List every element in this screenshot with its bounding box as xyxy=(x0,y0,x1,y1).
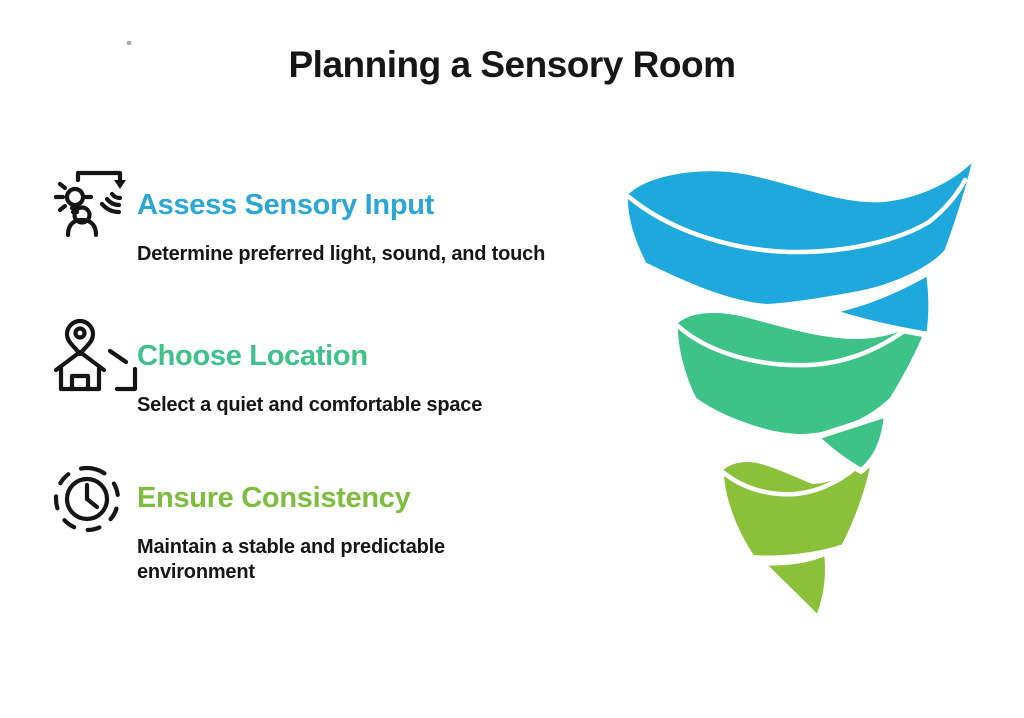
funnel-segment-top-wrap xyxy=(826,269,935,338)
step-description: Maintain a stable and predictable enviro… xyxy=(137,536,445,583)
clock-consistency-icon xyxy=(48,460,126,543)
step-title: Choose Location xyxy=(137,340,368,372)
speck xyxy=(127,41,131,45)
step-title: Ensure Consistency xyxy=(137,482,411,514)
funnel-segment-bottom-tail xyxy=(758,549,831,622)
step-text: Choose Location Select a quiet and comfo… xyxy=(137,318,608,418)
funnel-segment-middle-wrap xyxy=(813,411,890,474)
step-ensure-consistency: Ensure Consistency Maintain a stable and… xyxy=(48,460,608,585)
funnel-graphic xyxy=(621,150,980,622)
funnel-segment-top-band xyxy=(621,150,980,310)
step-title: Assess Sensory Input xyxy=(137,189,434,221)
funnel-bottom-lip-line xyxy=(721,457,867,497)
funnel-middle-lip-line xyxy=(675,317,922,368)
funnel-top-lip-line xyxy=(626,177,968,255)
sensory-input-icon xyxy=(48,167,128,242)
step-text: Ensure Consistency Maintain a stable and… xyxy=(137,460,608,585)
page-title: Planning a Sensory Room xyxy=(288,44,736,85)
step-text: Assess Sensory Input Determine preferred… xyxy=(137,167,608,267)
step-description: Determine preferred light, sound, and to… xyxy=(137,243,546,265)
step-description: Select a quiet and comfortable space xyxy=(137,394,483,416)
location-house-icon xyxy=(48,318,140,401)
step-choose-location: Choose Location Select a quiet and comfo… xyxy=(48,318,608,418)
step-assess-sensory-input: Assess Sensory Input Determine preferred… xyxy=(48,167,608,267)
